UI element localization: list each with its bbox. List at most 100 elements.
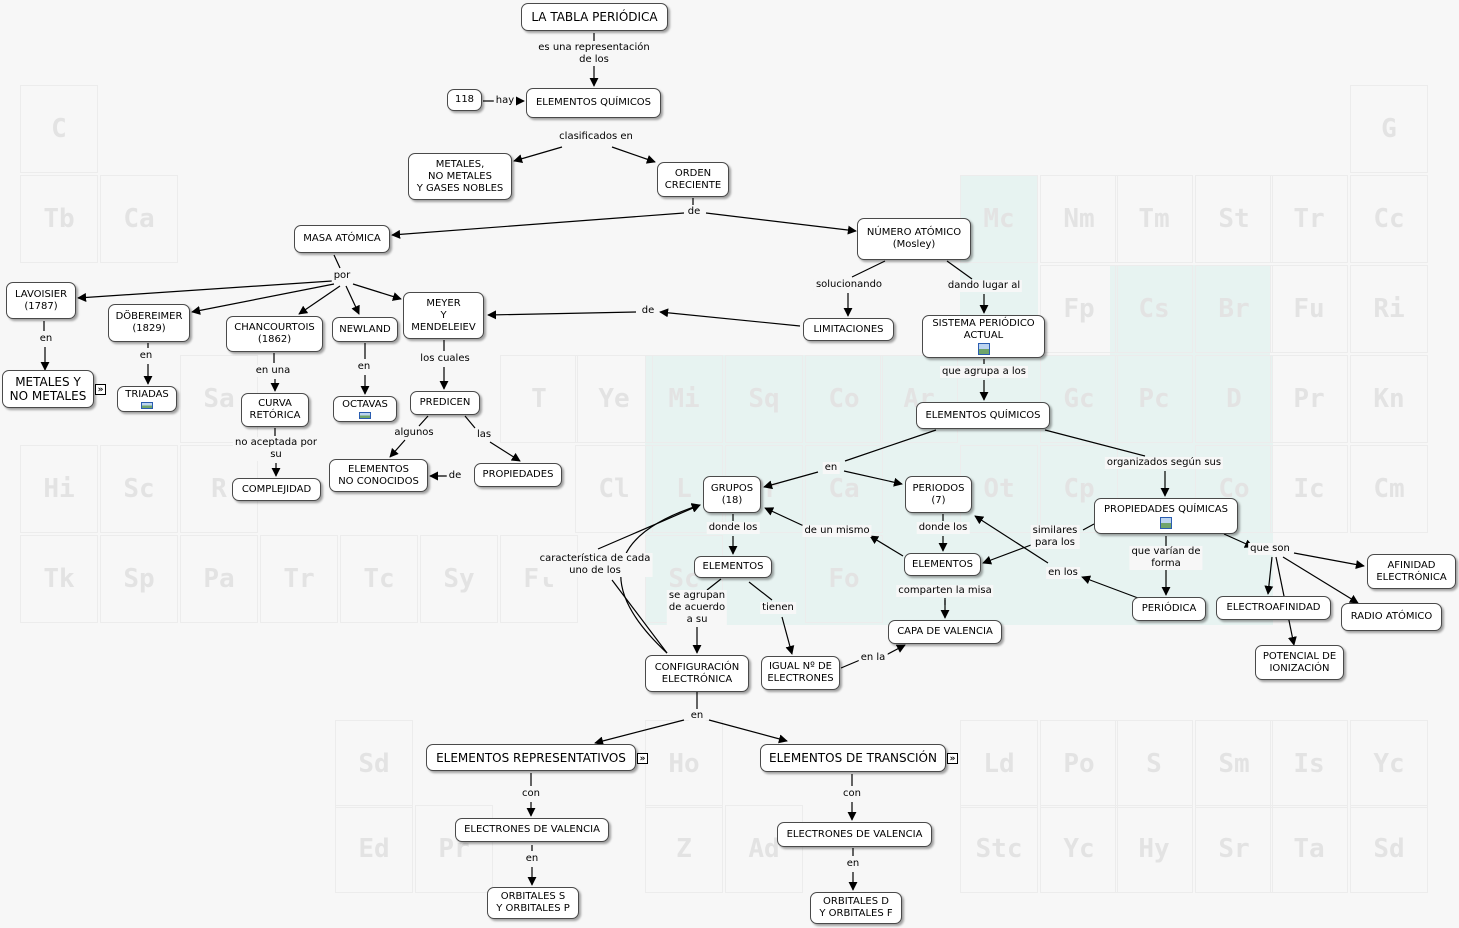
concept-node-label: ELECTRONES DE VALENCIA: [464, 824, 600, 835]
link-label: en la: [858, 652, 888, 664]
link-label: donde los: [706, 522, 760, 534]
concept-node-label: DÖBEREIMER (1829): [115, 311, 183, 334]
concept-node-radio[interactable]: RADIO ATÓMICO: [1341, 603, 1442, 631]
background-element-symbol: Cc: [1350, 175, 1428, 263]
link-label: por: [331, 270, 353, 282]
concept-node-newland[interactable]: NEWLAND: [332, 317, 398, 342]
background-element-symbol: D: [1195, 355, 1273, 443]
background-element-symbol: Stc: [960, 805, 1038, 893]
link-line: [418, 415, 429, 427]
expand-submap-icon[interactable]: »: [637, 752, 648, 764]
image-resource-icon[interactable]: [1160, 516, 1172, 529]
concept-node-ev1[interactable]: ELECTRONES DE VALENCIA: [455, 818, 609, 842]
concept-node-label: ELEMENTOS QUÍMICOS: [925, 409, 1041, 421]
concept-node-label: ELECTROAFINIDAD: [1226, 602, 1321, 613]
background-element-symbol: Pr: [1270, 355, 1348, 443]
link-line: [352, 283, 402, 301]
link-line: [843, 470, 903, 487]
concept-node-label: CONFIGURACIÓN ELECTRÓNICA: [654, 661, 740, 685]
concept-node-config[interactable]: CONFIGURACIÓN ELECTRÓNICA: [645, 655, 749, 692]
concept-node-curva[interactable]: CURVA RETÓRICA: [241, 393, 309, 427]
link-line: [391, 212, 685, 239]
background-element-symbol: Pr: [415, 805, 493, 893]
concept-node-potencial[interactable]: POTENCIAL DE IONIZACIÓN: [1255, 645, 1344, 680]
link-label: de: [446, 470, 464, 482]
concept-node-lavoisier[interactable]: LAVOISIER (1787): [6, 282, 76, 319]
background-element-symbol: Fp: [1040, 265, 1118, 353]
concept-node-predicen[interactable]: PREDICEN: [410, 391, 480, 415]
concept-node-label: NEWLAND: [339, 323, 391, 335]
concept-node-propq[interactable]: PROPIEDADES QUÍMICAS: [1094, 498, 1238, 534]
link-label: en: [822, 462, 840, 474]
background-element-symbol: S: [1115, 720, 1193, 808]
concept-node-igual[interactable]: IGUAL Nº DE ELECTRONES: [761, 656, 840, 690]
image-resource-icon[interactable]: [359, 412, 371, 419]
concept-node-chanc[interactable]: CHANCOURTOIS (1862): [226, 316, 323, 352]
background-element-symbol: Sd: [1350, 805, 1428, 893]
concept-node-periodos[interactable]: PERIODOS (7): [905, 476, 972, 513]
concept-node-label: LAVOISIER (1787): [14, 288, 68, 312]
expand-submap-icon[interactable]: »: [95, 384, 106, 395]
concept-node-label: METALES, NO METALES Y GASES NOBLES: [416, 158, 504, 194]
concept-node-afinidad[interactable]: AFINIDAD ELECTRÓNICA: [1367, 554, 1456, 589]
concept-node-elem2[interactable]: ELEMENTOS QUÍMICOS: [916, 402, 1050, 429]
concept-node-label: GRUPOS (18): [710, 482, 754, 506]
link-line: [781, 616, 795, 655]
concept-node-elemg[interactable]: ELEMENTOS: [694, 556, 772, 578]
concept-node-label: PROPIEDADES QUÍMICAS: [1104, 503, 1228, 515]
concept-node-noconoc[interactable]: ELEMENTOS NO CONOCIDOS: [329, 459, 428, 492]
concept-node-grupos[interactable]: GRUPOS (18): [703, 476, 761, 513]
background-element-symbol: Sr: [1195, 805, 1273, 893]
image-resource-icon[interactable]: [977, 343, 990, 355]
background-element-symbol: Z: [645, 805, 723, 893]
concept-node-n118[interactable]: 118: [447, 89, 482, 111]
concept-node-complej[interactable]: COMPLEJIDAD: [232, 478, 321, 501]
image-resource-icon[interactable]: [141, 402, 153, 409]
background-element-symbol: Cl: [575, 445, 653, 533]
concept-node-metales1[interactable]: METALES, NO METALES Y GASES NOBLES: [408, 153, 512, 200]
link-line: [659, 308, 801, 327]
background-element-symbol: Pa: [180, 535, 258, 623]
background-element-symbol: Yc: [1350, 720, 1428, 808]
concept-node-tabla[interactable]: LA TABLA PERIÓDICA: [521, 3, 668, 31]
concept-node-octavas[interactable]: OCTAVAS: [333, 396, 397, 422]
concept-node-capa[interactable]: CAPA DE VALENCIA: [888, 620, 1002, 644]
concept-node-metalesno[interactable]: METALES Y NO METALES: [2, 370, 94, 408]
background-element-symbol: Is: [1270, 720, 1348, 808]
link-label: que son: [1248, 543, 1292, 555]
background-element-symbol: Gc: [1040, 355, 1118, 443]
background-element-symbol: Tk: [20, 535, 98, 623]
expand-submap-icon[interactable]: »: [947, 753, 958, 764]
link-label: en: [523, 853, 541, 865]
concept-node-masa[interactable]: MASA ATÓMICA: [294, 225, 390, 253]
concept-node-electroaf[interactable]: ELECTROAFINIDAD: [1216, 596, 1331, 620]
link-line: [1264, 556, 1274, 595]
concept-node-transc[interactable]: ELEMENTOS DE TRANSCIÓN: [760, 744, 946, 772]
concept-node-limit[interactable]: LIMITACIONES: [803, 318, 894, 341]
concept-node-orbdf[interactable]: ORBITALES D Y ORBITALES F: [810, 892, 902, 924]
concept-node-label: ELEMENTOS NO CONOCIDOS: [338, 463, 419, 487]
concept-node-numero[interactable]: NÚMERO ATÓMICO (Mosley): [857, 218, 971, 260]
background-element-symbol: Ye: [575, 355, 653, 443]
concept-node-label: RADIO ATÓMICO: [1350, 611, 1433, 622]
link-label: de un mismo: [802, 525, 872, 537]
concept-node-elemp[interactable]: ELEMENTOS: [904, 553, 981, 576]
concept-node-label: SISTEMA PERIÓDICO ACTUAL: [932, 318, 1035, 341]
concept-node-meyer[interactable]: MEYER Y MENDELEIEV: [403, 292, 484, 339]
concept-node-label: ELEMENTOS DE TRANSCIÓN: [769, 751, 937, 765]
concept-node-elem1[interactable]: ELEMENTOS QUÍMICOS: [526, 88, 661, 118]
concept-node-ev2[interactable]: ELECTRONES DE VALENCIA: [777, 822, 932, 847]
link-line: [594, 719, 685, 746]
concept-node-periodica[interactable]: PERIÓDICA: [1132, 597, 1206, 621]
concept-node-propied[interactable]: PROPIEDADES: [474, 463, 562, 487]
concept-node-sistema[interactable]: SISTEMA PERIÓDICO ACTUAL: [922, 315, 1045, 358]
concept-node-triadas[interactable]: TRIADAS: [117, 386, 177, 412]
concept-node-dober[interactable]: DÖBEREIMER (1829): [108, 304, 190, 342]
concept-node-orden[interactable]: ORDEN CRECIENTE: [657, 162, 729, 197]
background-element-symbol: Co: [805, 355, 883, 443]
link-line: [597, 504, 701, 550]
concept-node-repres[interactable]: ELEMENTOS REPRESENTATIVOS: [426, 744, 636, 771]
link-line: [844, 429, 937, 462]
concept-node-orbsp[interactable]: ORBITALES S Y ORBITALES P: [487, 887, 579, 919]
link-label: solucionando: [813, 279, 885, 291]
